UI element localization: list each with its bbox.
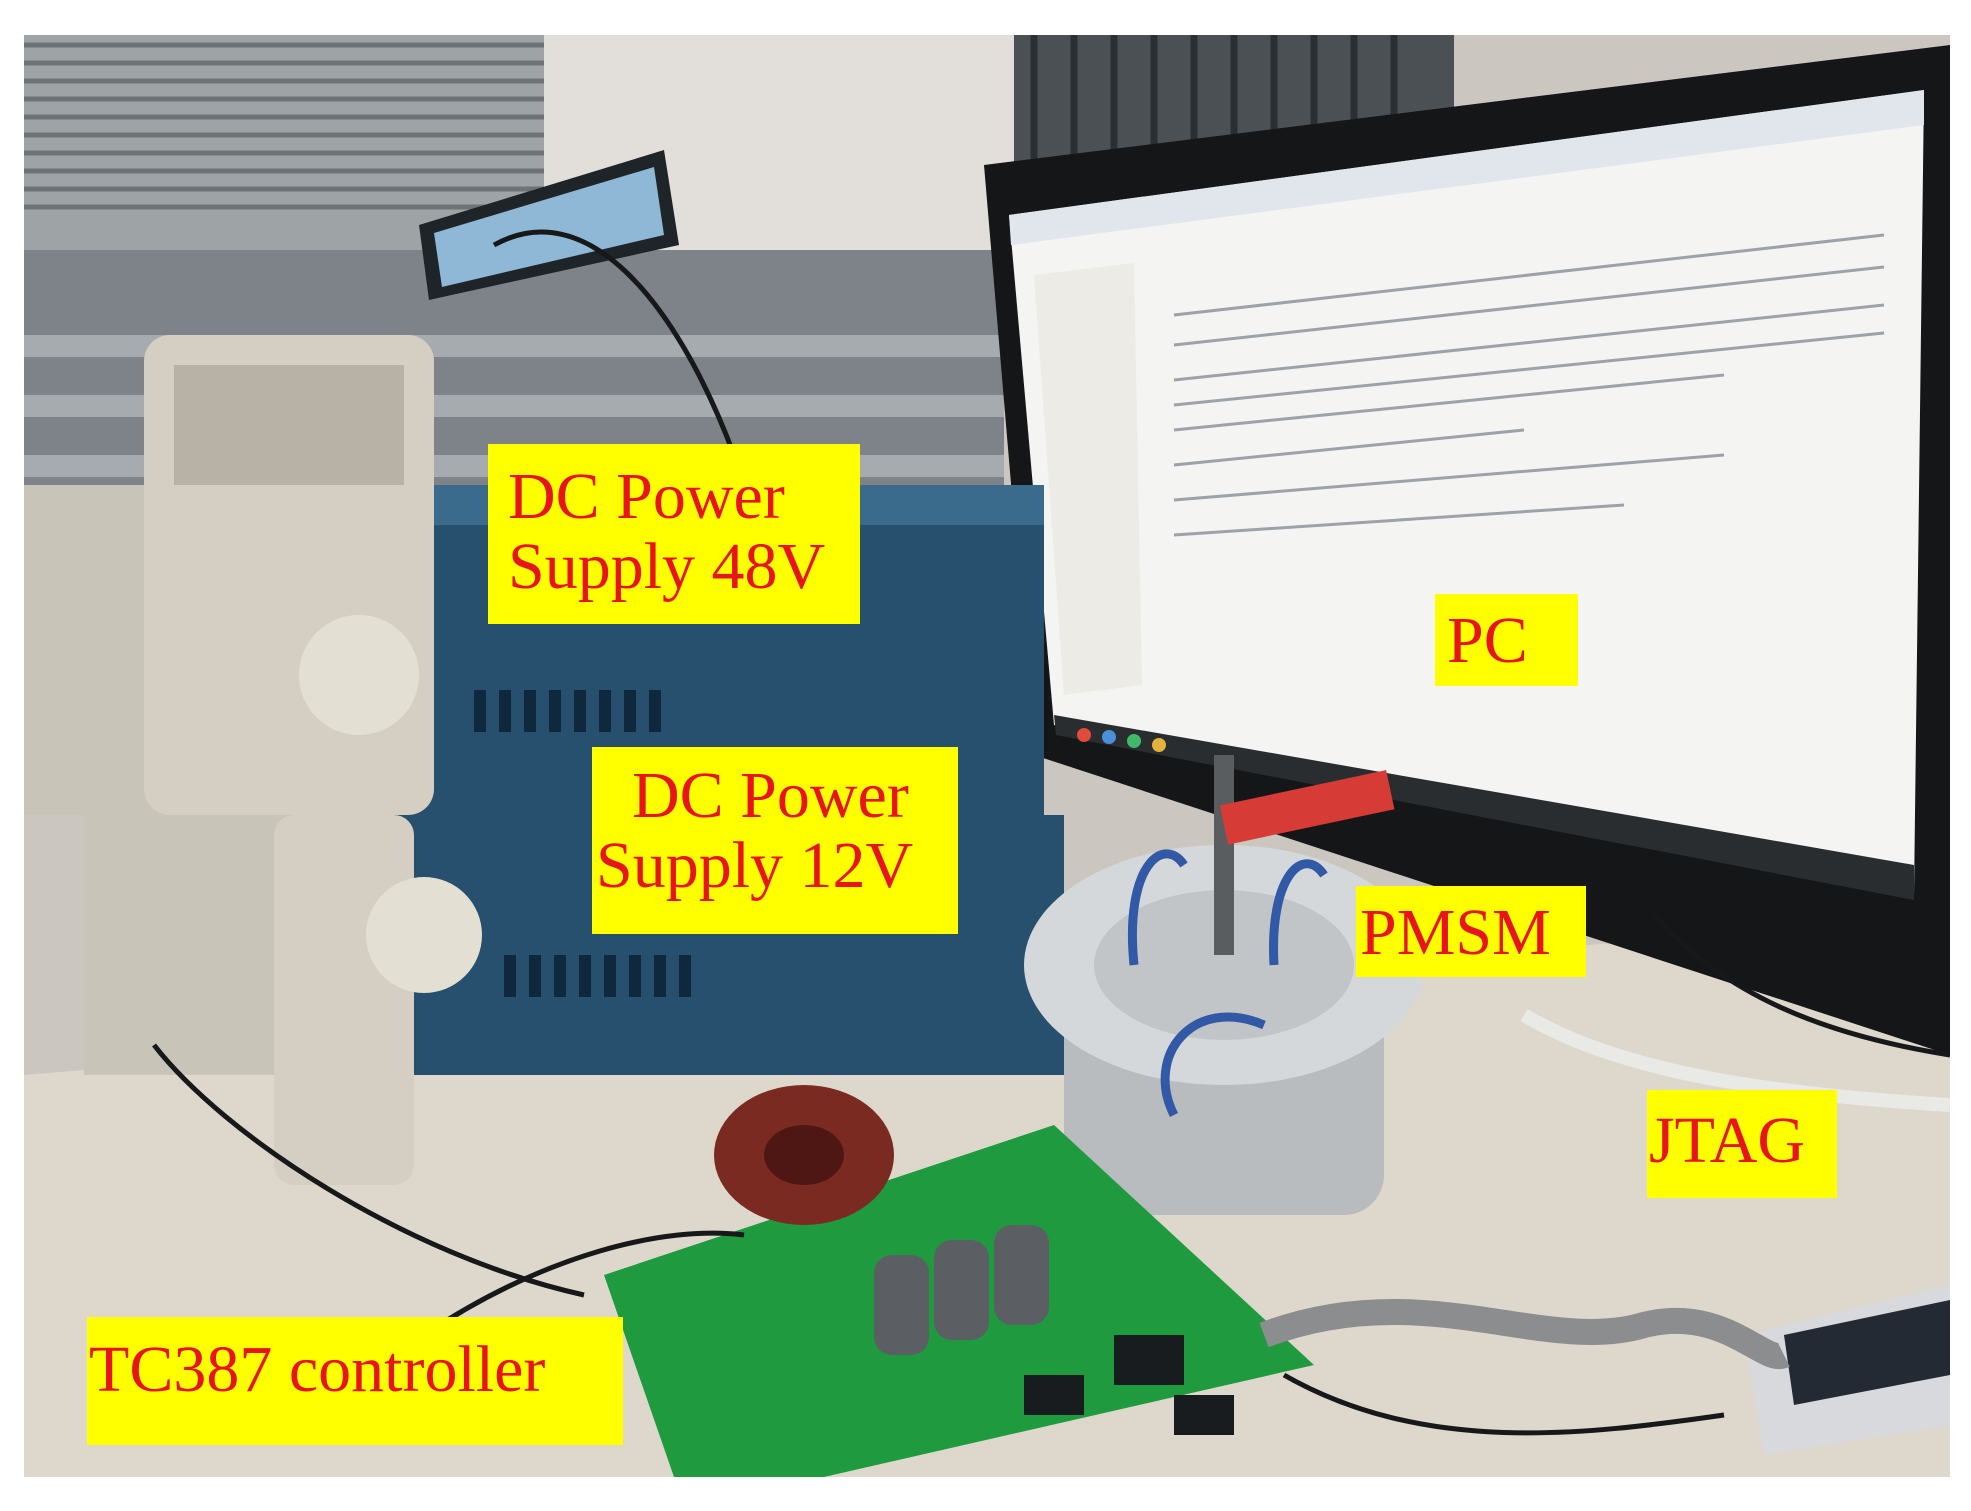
- pmsm-label: PMSM: [1356, 886, 1586, 977]
- dc-power-supply-48v-label-line-2: Supply 48V: [508, 529, 826, 603]
- lab-photo: [24, 35, 1950, 1477]
- lab-scene: [24, 35, 1950, 1477]
- dc-power-supply-48v-label-line-1: DC Power: [508, 460, 785, 533]
- dc-power-supply-48v-label: DC Power Supply 48V: [488, 444, 860, 624]
- jtag-label: JTAG: [1647, 1090, 1837, 1198]
- pmsm-motor: [1024, 755, 1424, 1215]
- tc387-controller-label: TC387 controller: [87, 1317, 623, 1445]
- jtag-debugger: [1259, 1285, 1950, 1455]
- cables: [152, 229, 1950, 1436]
- dc-power-supply-12v-label: DC Power Supply 12V: [592, 747, 958, 934]
- dc-power-supply-12v-label-line-2: Supply 12V: [596, 828, 914, 902]
- dc-power-supply-12v-label-line-1: DC Power: [632, 759, 909, 832]
- pc-label: PC: [1435, 594, 1578, 686]
- tc387-controller-board: [604, 1085, 1314, 1477]
